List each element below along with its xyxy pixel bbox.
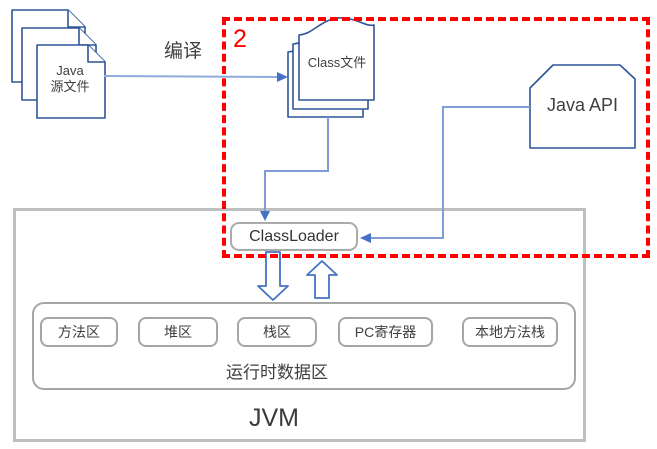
classfile-to-classloader-arrow [260,117,329,221]
stack-area-box: 栈区 [237,317,317,347]
classloader-label: ClassLoader [249,227,339,245]
java-source-label: Java 源文件 [35,63,105,95]
heap-area-box: 堆区 [138,317,218,347]
java-source-label-line2: 源文件 [50,79,90,94]
jvm-label: JVM [249,404,299,432]
method-area-box: 方法区 [40,317,118,347]
compile-arrow [103,72,288,82]
java-source-label-line1: Java [56,63,84,78]
runtime-data-area-label: 运行时数据区 [226,363,328,382]
compile-label: 编译 [164,41,203,62]
step-number-label: 2 [233,25,247,53]
native-method-stack-box: 本地方法栈 [462,317,558,347]
stack-area-label: 栈区 [263,324,291,340]
pc-register-box: PC寄存器 [338,317,433,347]
java-api-label: Java API [546,95,619,115]
heap-area-label: 堆区 [164,324,192,340]
class-file-label: Class文件 [307,55,367,70]
compile-arrowhead-icon [277,72,288,82]
classloader-box: ClassLoader [230,222,358,251]
method-area-label: 方法区 [58,324,100,340]
pc-register-label: PC寄存器 [354,324,417,340]
native-method-stack-label: 本地方法栈 [475,324,545,340]
